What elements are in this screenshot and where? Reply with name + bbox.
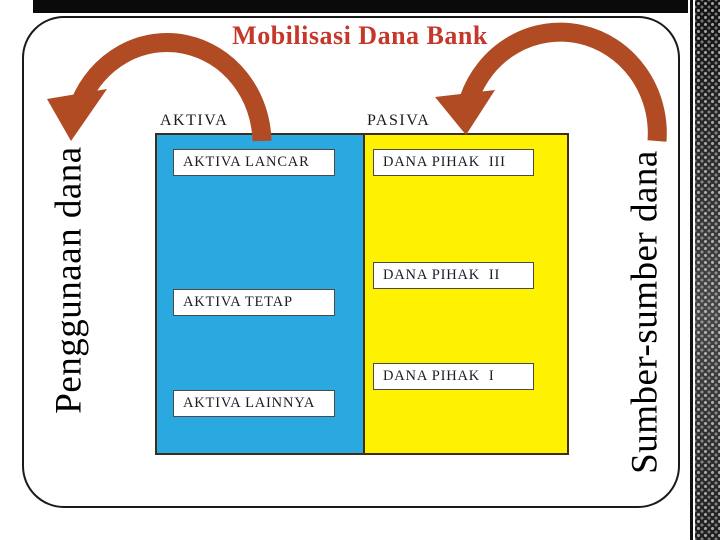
aktiva-item: AKTIVA LANCAR (173, 149, 335, 176)
halftone-texture (695, 0, 720, 540)
pasiva-column: DANA PIHAK III DANA PIHAK II DANA PIHAK … (365, 135, 567, 453)
right-edge-line (690, 0, 693, 540)
balance-sheet-table: AKTIVA LANCAR AKTIVA TETAP AKTIVA LAINNY… (155, 133, 569, 455)
right-vertical-label: Sumber-sumber dana (624, 150, 666, 474)
left-vertical-label: Penggunaan dana (48, 146, 90, 414)
pasiva-item: DANA PIHAK II (373, 262, 534, 289)
aktiva-column: AKTIVA LANCAR AKTIVA TETAP AKTIVA LAINNY… (157, 135, 365, 453)
pasiva-item: DANA PIHAK III (373, 149, 534, 176)
pasiva-item: DANA PIHAK I (373, 363, 534, 390)
pasiva-column-header: PASIVA (367, 112, 431, 129)
aktiva-item: AKTIVA LAINNYA (173, 390, 335, 417)
aktiva-column-header: AKTIVA (160, 112, 229, 129)
top-black-bar (33, 0, 720, 13)
slide-title: Mobilisasi Dana Bank (232, 21, 488, 50)
right-edge-decoration (688, 0, 720, 540)
aktiva-item: AKTIVA TETAP (173, 289, 335, 316)
